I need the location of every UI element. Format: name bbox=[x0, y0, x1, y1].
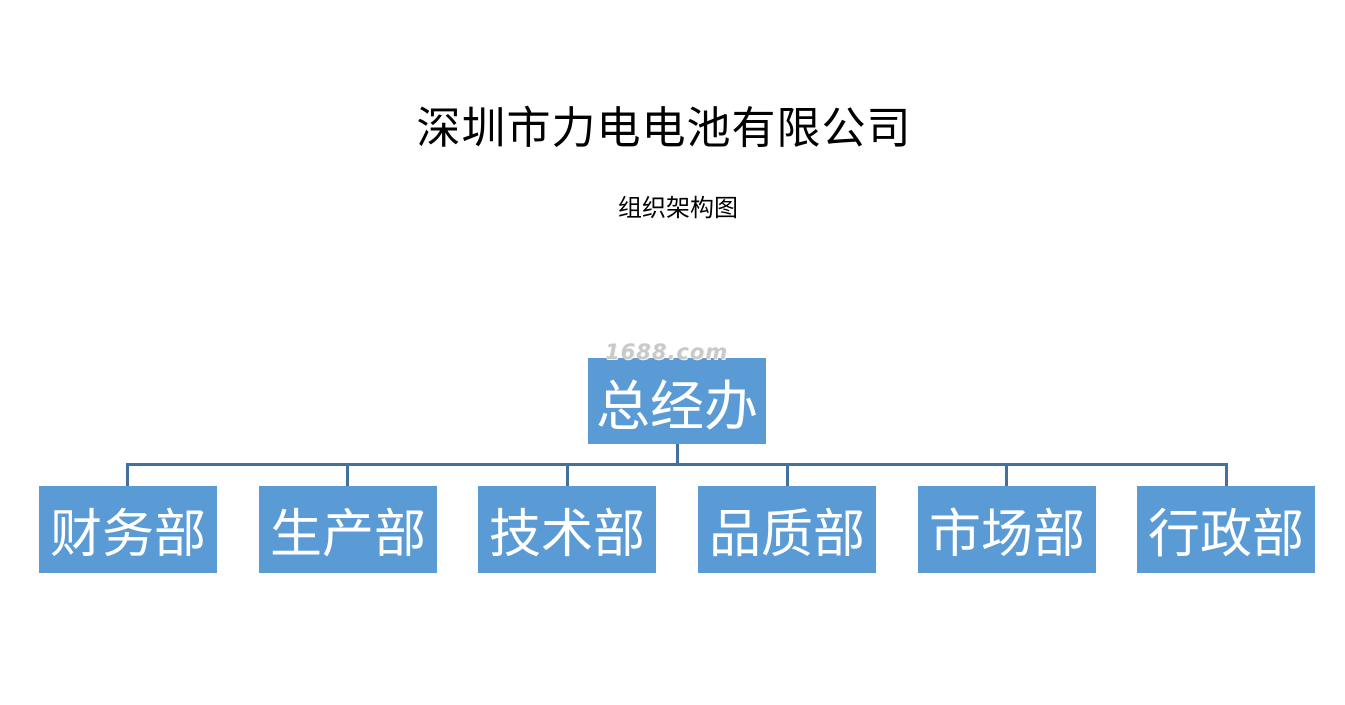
connector-drop-4 bbox=[786, 463, 789, 486]
company-title: 深圳市力电电池有限公司 bbox=[416, 103, 912, 154]
chart-subtitle: 组织架构图 bbox=[618, 194, 738, 222]
org-node-department: 生产部 bbox=[259, 486, 437, 573]
org-node-department: 市场部 bbox=[918, 486, 1096, 573]
org-node-root: 总经办 bbox=[588, 358, 766, 444]
connector-drop-3 bbox=[566, 463, 569, 486]
connector-drop-6 bbox=[1225, 463, 1228, 486]
org-node-department: 技术部 bbox=[478, 486, 656, 573]
watermark: 1688.com bbox=[605, 340, 729, 364]
connector-drop-5 bbox=[1005, 463, 1008, 486]
org-node-department: 品质部 bbox=[698, 486, 876, 573]
connector-horizontal-bar bbox=[127, 463, 1228, 466]
connector-drop-2 bbox=[346, 463, 349, 486]
org-node-department: 财务部 bbox=[39, 486, 217, 573]
org-node-department: 行政部 bbox=[1137, 486, 1315, 573]
connector-root-stem bbox=[676, 444, 679, 464]
connector-drop-1 bbox=[126, 463, 129, 486]
